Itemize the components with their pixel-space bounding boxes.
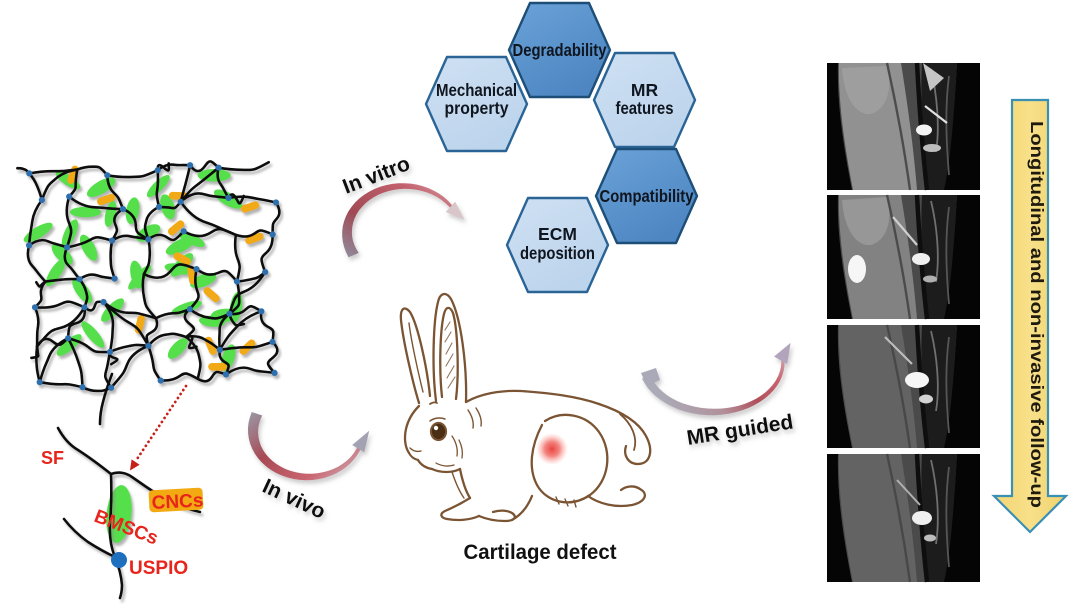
svg-text:Cartilage defect: Cartilage defect — [464, 541, 617, 564]
svg-text:In vivo: In vivo — [259, 475, 329, 524]
svg-text:MR: MR — [631, 80, 659, 100]
svg-text:features: features — [616, 98, 674, 118]
svg-text:property: property — [445, 98, 509, 118]
svg-text:Mechanical: Mechanical — [436, 80, 517, 100]
svg-text:deposition: deposition — [520, 243, 595, 263]
svg-text:CNCs: CNCs — [151, 490, 204, 514]
svg-text:Longitudinal and non-invasive: Longitudinal and non-invasive follow-up — [1027, 121, 1047, 508]
svg-text:SF: SF — [41, 448, 64, 468]
svg-text:ECM: ECM — [538, 224, 577, 244]
svg-text:MR guided: MR guided — [685, 410, 795, 450]
svg-text:USPIO: USPIO — [129, 558, 188, 579]
svg-text:Compatibility: Compatibility — [600, 186, 694, 206]
svg-text:Degradability: Degradability — [513, 40, 607, 60]
